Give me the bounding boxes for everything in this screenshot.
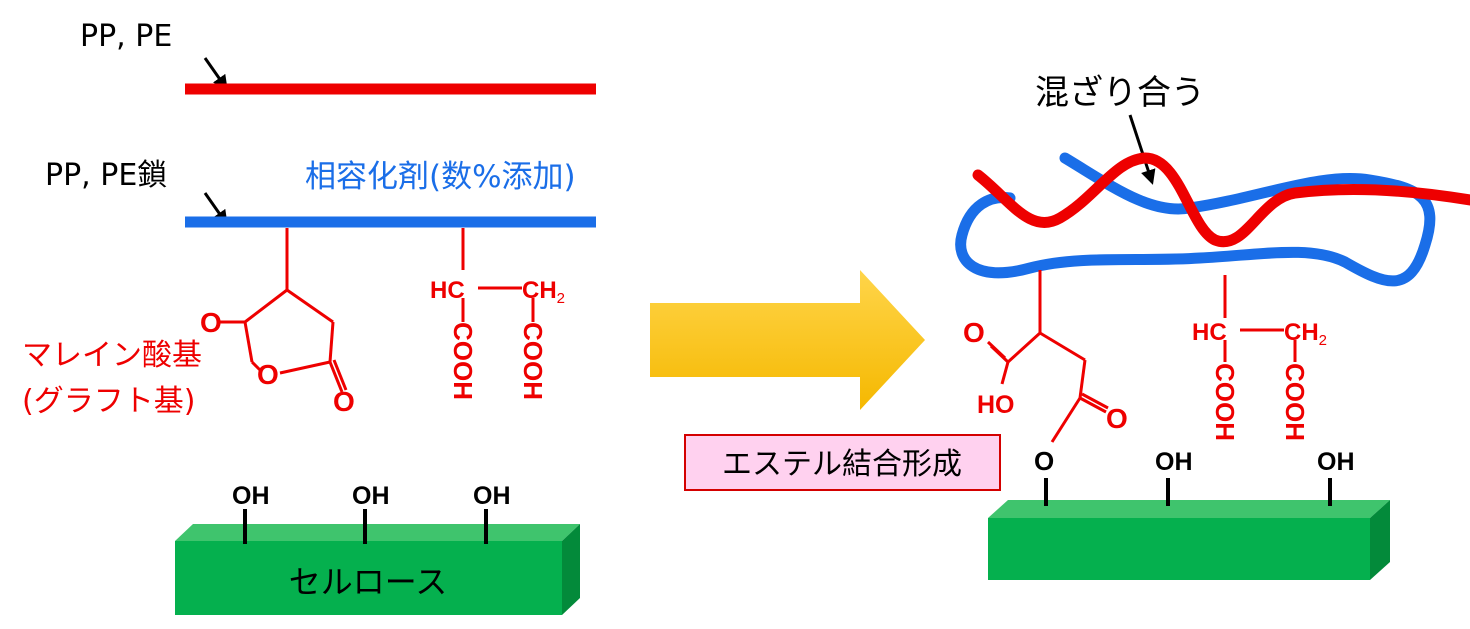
ester-oxygen: O: [1034, 446, 1054, 476]
maleic-anhydride-structure: [220, 228, 348, 393]
anhydride-carbonyl-oxygen-bottom: O: [333, 386, 355, 417]
ester-formation-label: エステル結合形成: [722, 447, 962, 482]
reaction-arrow: [650, 270, 925, 410]
oh-label: OH: [473, 482, 511, 510]
hc-label: HC: [1192, 319, 1227, 346]
cooh-label-1: COOH: [1210, 363, 1240, 441]
ester-carbonyl-oxygen: O: [1106, 403, 1128, 434]
cooh-label-2: COOH: [1280, 363, 1310, 441]
compatibilizer-blue-coil: [955, 152, 1436, 287]
oh-label: OH: [1155, 448, 1193, 476]
maleic-group-label-line2: (グラフト基): [22, 384, 195, 419]
pp-pe-red-coil: [972, 152, 1470, 248]
cellulose-label: セルロース: [289, 563, 447, 601]
ch2-label: CH2: [522, 277, 565, 307]
cellulose-hydroxyls-right: OH OH: [1044, 448, 1355, 506]
cooh-label-2: COOH: [518, 322, 548, 400]
cooh-label-1: COOH: [448, 322, 478, 400]
oh-label: OH: [232, 482, 270, 510]
carboxyl-oxygen: O: [963, 317, 985, 348]
hc-label: HC: [430, 277, 465, 304]
maleic-group-label-line1: マレイン酸基: [22, 338, 202, 373]
pp-pe-chain-label: PP, PE鎖: [45, 158, 167, 193]
mixing-label: 混ざり合う: [1035, 73, 1205, 113]
ch2-label: CH2: [1284, 319, 1327, 349]
anhydride-carbonyl-oxygen-top: O: [200, 307, 222, 338]
mixing-pointer-arrow: [1128, 114, 1156, 185]
succinic-acid-structure-right: HC CH2 COOH COOH: [1192, 275, 1327, 441]
pp-pe-pointer-arrow: [203, 57, 228, 91]
ho-label: HO: [977, 391, 1015, 419]
cellulose-block-left: セルロース: [175, 524, 580, 615]
oh-label: OH: [1317, 448, 1355, 476]
oh-label: OH: [352, 482, 390, 510]
pp-pe-label: PP, PE: [80, 19, 172, 54]
ester-linked-structure: [986, 270, 1109, 443]
anhydride-ring-oxygen: O: [257, 359, 279, 390]
succinic-acid-structure-left: HC CH2 COOH COOH: [430, 228, 565, 400]
cellulose-hydroxyls-left: OH OH OH: [232, 482, 511, 544]
ester-formation-box: エステル結合形成: [684, 434, 1001, 491]
compatibilizer-label: 相容化剤(数%添加): [305, 159, 576, 195]
cellulose-block-right: [988, 500, 1390, 580]
